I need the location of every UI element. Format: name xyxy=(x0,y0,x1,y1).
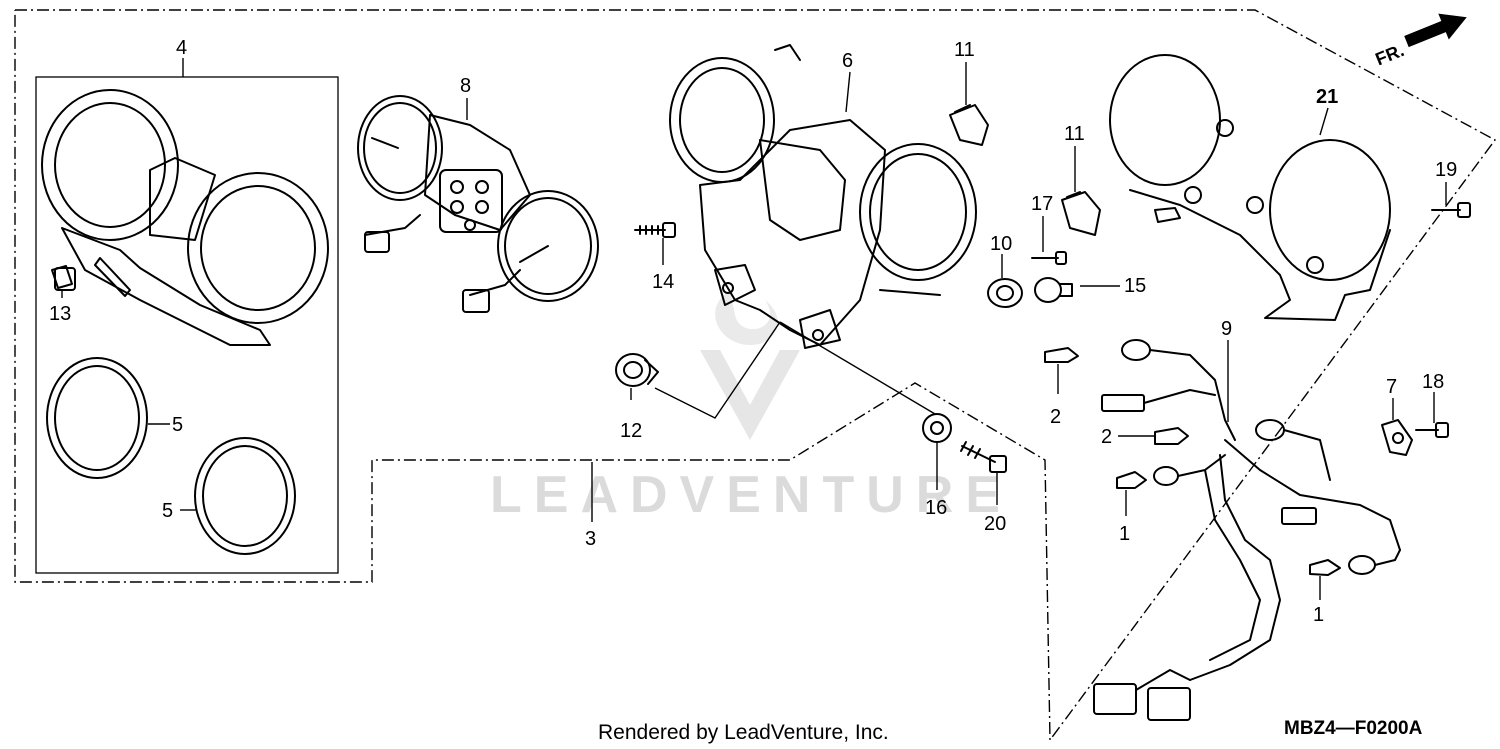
callout-18: 18 xyxy=(1422,371,1444,393)
screw-part-14 xyxy=(634,222,676,238)
bolt-part-20 xyxy=(960,441,1007,473)
bulb-part-2a xyxy=(1044,347,1079,363)
assembly-boundary xyxy=(14,9,1497,743)
screw-part-17 xyxy=(1031,251,1067,265)
leader-lines xyxy=(61,58,1447,600)
callout-9: 9 xyxy=(1221,318,1232,340)
socket-part-10 xyxy=(987,278,1023,308)
callout-2b: 2 xyxy=(1101,426,1112,448)
callout-11a: 11 xyxy=(954,39,975,61)
bulb-part-2b xyxy=(1154,427,1189,445)
callout-2a: 2 xyxy=(1050,406,1061,428)
wire-harness-part-9 xyxy=(1093,339,1401,721)
meter-case-part-4 xyxy=(41,89,329,346)
callout-8: 8 xyxy=(460,75,471,97)
bulb-part-1b xyxy=(1309,559,1341,576)
callout-21: 21 xyxy=(1316,86,1338,108)
rendered-by-credit: Rendered by LeadVenture, Inc. xyxy=(598,721,889,744)
callout-5b: 5 xyxy=(162,500,173,522)
callout-5a: 5 xyxy=(172,414,183,436)
callouts: 4 8 6 11 11 21 19 17 10 15 14 13 5 5 12 … xyxy=(49,37,1457,626)
small-clip-part-13 xyxy=(51,265,73,289)
callout-1b: 1 xyxy=(1313,604,1324,626)
meter-assembly-part-8 xyxy=(357,95,599,313)
grommet-part-15 xyxy=(1034,277,1073,303)
watermark: LEADVENTURE xyxy=(490,290,1012,524)
screw-part-19 xyxy=(1431,202,1471,218)
grommet-part-12 xyxy=(615,353,659,387)
callout-12: 12 xyxy=(620,420,642,442)
callout-20: 20 xyxy=(984,513,1006,535)
callout-17: 17 xyxy=(1031,193,1053,215)
callout-4: 4 xyxy=(176,37,187,59)
item-4-box xyxy=(35,76,339,574)
callout-11b: 11 xyxy=(1064,123,1085,145)
indicator-lens-part-11a xyxy=(949,104,989,146)
direction-arrow-icon xyxy=(1404,13,1467,48)
indicator-lens-part-11b xyxy=(1061,191,1101,236)
callout-1a: 1 xyxy=(1119,523,1130,545)
watermark-text: LEADVENTURE xyxy=(490,466,1012,524)
screw-part-18 xyxy=(1415,422,1449,438)
callout-14: 14 xyxy=(652,271,674,293)
callout-3: 3 xyxy=(585,528,596,550)
bezel-ring-part-5b xyxy=(194,437,296,555)
callout-16: 16 xyxy=(925,497,947,519)
callout-10: 10 xyxy=(990,233,1012,255)
grommet-part-16 xyxy=(922,413,952,443)
callout-7: 7 xyxy=(1386,376,1397,398)
bulb-part-1a xyxy=(1116,471,1147,489)
callout-19: 19 xyxy=(1435,159,1457,181)
front-direction-indicator: FR. xyxy=(1373,13,1467,69)
meter-frame-part-6 xyxy=(669,44,977,349)
diagram-code: MBZ4—F0200A xyxy=(1284,718,1423,739)
callout-15: 15 xyxy=(1124,275,1146,297)
callout-13: 13 xyxy=(49,303,71,325)
callout-6: 6 xyxy=(842,50,853,72)
rear-cover-part-21 xyxy=(1109,54,1391,321)
bezel-ring-part-5a xyxy=(46,357,148,479)
stay-part-7 xyxy=(1381,419,1413,456)
direction-label: FR. xyxy=(1373,40,1407,69)
